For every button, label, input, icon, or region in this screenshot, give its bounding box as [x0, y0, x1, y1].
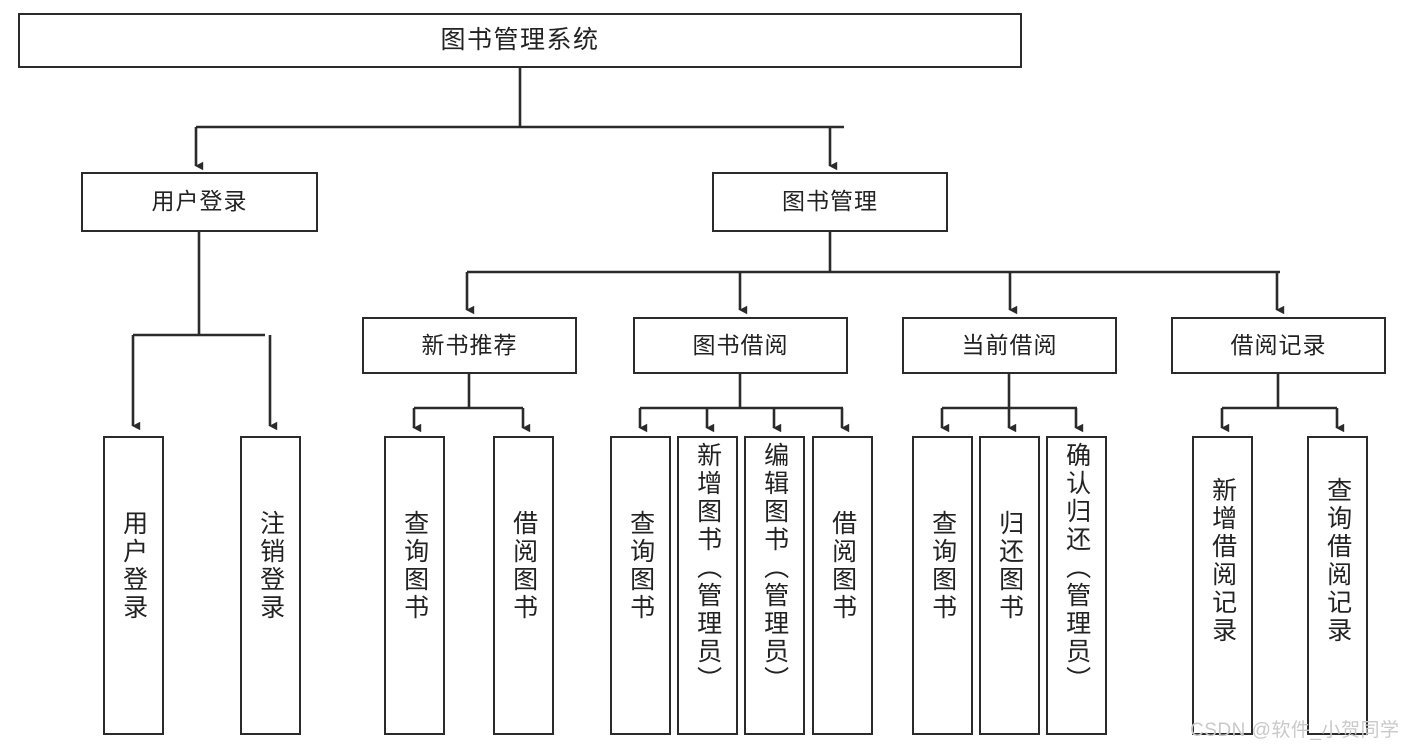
- node-leaf-add-book-admin[interactable]: 新增图书（管理员）: [677, 436, 738, 735]
- node-leaf-user-login[interactable]: 用户登录: [103, 436, 164, 735]
- node-borrow-record[interactable]: 借阅记录: [1171, 317, 1386, 374]
- node-leaf-add-borrow-record-label: 新增借阅记录: [1208, 477, 1237, 645]
- node-user-login-label: 用户登录: [151, 188, 248, 215]
- node-leaf-add-book-admin-label: 新增图书（管理员）: [693, 442, 722, 694]
- node-book-borrow[interactable]: 图书借阅: [633, 317, 848, 374]
- node-current-borrow-label: 当前借阅: [961, 331, 1058, 358]
- node-leaf-return-book[interactable]: 归还图书: [979, 436, 1040, 735]
- node-leaf-user-login-label: 用户登录: [119, 510, 148, 622]
- node-leaf-query-borrow-record-label: 查询借阅记录: [1323, 477, 1352, 645]
- node-book-borrow-label: 图书借阅: [692, 331, 789, 358]
- node-leaf-borrow-book[interactable]: 借阅图书: [812, 436, 873, 735]
- node-leaf-logout[interactable]: 注销登录: [240, 436, 301, 735]
- node-leaf-query-book-newbook[interactable]: 查询图书: [384, 436, 445, 735]
- node-leaf-borrow-book-newbook[interactable]: 借阅图书: [493, 436, 554, 735]
- node-book-management[interactable]: 图书管理: [712, 172, 948, 232]
- node-current-borrow[interactable]: 当前借阅: [902, 317, 1117, 374]
- node-leaf-add-borrow-record[interactable]: 新增借阅记录: [1192, 436, 1253, 735]
- watermark-csdn: CSDN @软件_小贺同学: [1190, 720, 1400, 741]
- node-user-login[interactable]: 用户登录: [81, 172, 318, 232]
- node-leaf-query-borrow-record[interactable]: 查询借阅记录: [1307, 436, 1368, 735]
- node-leaf-query-book-borrow-label: 查询图书: [626, 510, 655, 622]
- node-new-book-recommend[interactable]: 新书推荐: [362, 317, 577, 374]
- node-root-label: 图书管理系统: [440, 25, 600, 54]
- node-leaf-confirm-return-admin-label: 确认归还（管理员）: [1062, 442, 1091, 694]
- node-leaf-borrow-book-label: 借阅图书: [828, 510, 857, 622]
- node-leaf-query-book-current-label: 查询图书: [928, 510, 957, 622]
- node-leaf-borrow-book-newbook-label: 借阅图书: [509, 510, 538, 622]
- node-leaf-return-book-label: 归还图书: [995, 510, 1024, 622]
- node-leaf-edit-book-admin[interactable]: 编辑图书（管理员）: [744, 436, 805, 735]
- node-leaf-query-book-newbook-label: 查询图书: [400, 510, 429, 622]
- node-book-management-label: 图书管理: [782, 188, 878, 215]
- node-new-book-recommend-label: 新书推荐: [421, 331, 518, 358]
- node-leaf-edit-book-admin-label: 编辑图书（管理员）: [760, 442, 789, 694]
- node-leaf-query-book-current[interactable]: 查询图书: [912, 436, 973, 735]
- node-root-book-management-system[interactable]: 图书管理系统: [18, 13, 1022, 68]
- node-leaf-confirm-return-admin[interactable]: 确认归还（管理员）: [1046, 436, 1107, 735]
- node-borrow-record-label: 借阅记录: [1230, 331, 1327, 358]
- node-leaf-query-book-borrow[interactable]: 查询图书: [610, 436, 671, 735]
- node-leaf-logout-label: 注销登录: [256, 510, 285, 622]
